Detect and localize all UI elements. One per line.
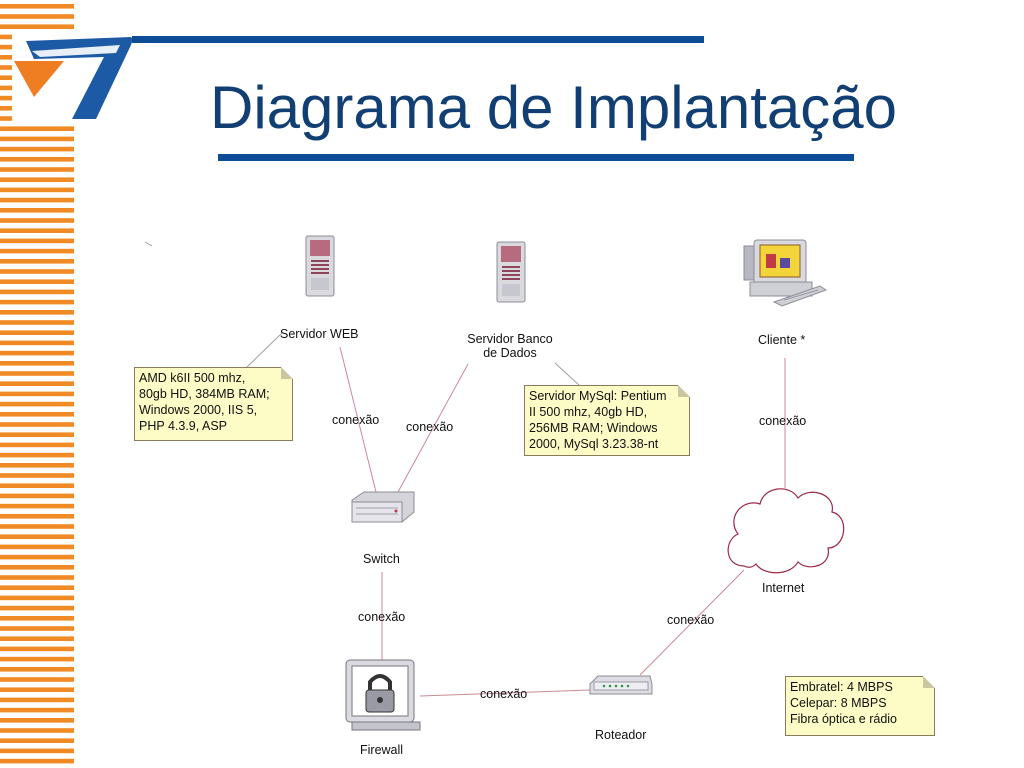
network-switch-icon (351, 491, 415, 523)
note-line: AMD k6II 500 mhz, (139, 371, 246, 385)
note-line: Servidor MySql: Pentium (529, 389, 667, 403)
note-anchor-web (245, 332, 283, 369)
node-label-client: Cliente * (758, 333, 806, 347)
desktop-computer-icon (743, 239, 828, 307)
note-line: 2000, MySql 3.23.38-nt (529, 437, 659, 451)
connection-label-db-switch: conexão (406, 420, 454, 434)
note-db-server-specs: Servidor MySql: Pentium II 500 mhz, 40gb… (524, 385, 690, 456)
title-rule-top (132, 36, 704, 43)
connection-label-switch-firewall: conexão (358, 610, 406, 624)
node-label-firewall: Firewall (360, 743, 404, 757)
note-line: II 500 mhz, 40gb HD, (529, 405, 648, 419)
note-line: 80gb HD, 384MB RAM; (139, 387, 270, 401)
cloud-icon (727, 488, 845, 574)
decorative-stripes (0, 4, 74, 764)
link-firewall-router (419, 689, 591, 697)
title-rule-bottom (218, 154, 854, 161)
stray-mark (144, 241, 153, 247)
connection-label-client-internet: conexão (759, 414, 807, 428)
connection-label-web-switch: conexão (332, 413, 380, 427)
connection-label-firewall-router: conexão (480, 687, 528, 701)
company-logo (12, 33, 132, 125)
note-line: Windows 2000, IIS 5, (139, 403, 258, 417)
note-line: Fibra óptica e rádio (790, 712, 898, 726)
note-line: Embratel: 4 MBPS (790, 680, 893, 694)
connection-label-internet-router: conexão (667, 613, 715, 627)
padlock-monitor-icon (345, 659, 421, 731)
note-line: 256MB RAM; Windows (529, 421, 658, 435)
node-label-internet: Internet (762, 581, 805, 595)
link-db-switch (397, 363, 469, 493)
note-line: PHP 4.3.9, ASP (139, 419, 228, 433)
node-label-db-line2: de Dados (483, 346, 537, 360)
server-tower-icon (305, 235, 335, 297)
router-icon (589, 675, 653, 695)
node-label-db-server: Servidor Banco de Dados (455, 332, 565, 360)
node-label-web-server: Servidor WEB (280, 327, 359, 341)
connection-lines (144, 241, 786, 697)
node-label-router: Roteador (595, 728, 647, 742)
node-label-switch: Switch (363, 552, 400, 566)
node-label-db-line1: Servidor Banco (467, 332, 553, 346)
note-web-server-specs: AMD k6II 500 mhz, 80gb HD, 384MB RAM; Wi… (134, 367, 293, 441)
note-anchor-db (554, 362, 581, 387)
server-tower-icon (496, 241, 526, 303)
note-line: Celepar: 8 MBPS (790, 696, 887, 710)
link-internet-router (639, 569, 745, 676)
link-web-switch (339, 346, 377, 493)
page-title: Diagrama de Implantação (210, 74, 898, 141)
note-internet-links: Embratel: 4 MBPS Celepar: 8 MBPS Fibra ó… (785, 676, 935, 736)
